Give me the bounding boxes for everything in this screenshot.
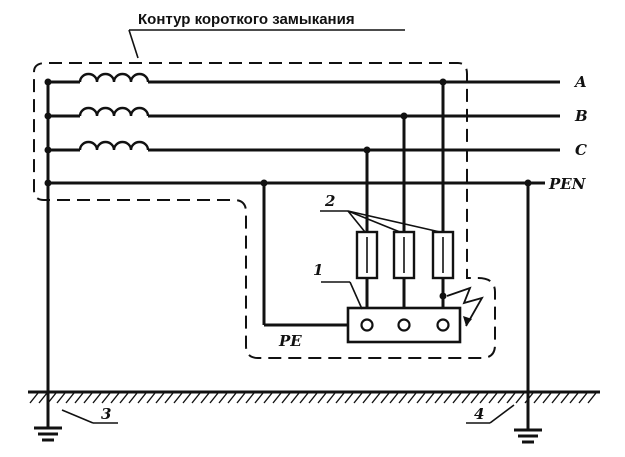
terminal-c-icon: [360, 318, 374, 332]
hatch-stroke: [263, 392, 273, 404]
hatch-stroke: [353, 392, 363, 404]
hatch-stroke: [407, 392, 417, 404]
hatch-stroke: [371, 392, 381, 404]
phase-a-label: A: [573, 73, 587, 91]
hatch-stroke: [578, 392, 588, 404]
hatch-stroke: [155, 392, 165, 404]
phase-c-label: C: [575, 141, 587, 159]
hatch-stroke: [119, 392, 129, 404]
hatch-stroke: [533, 392, 543, 404]
hatch-stroke: [470, 392, 480, 404]
hatch-stroke: [227, 392, 237, 404]
hatch-stroke: [551, 392, 561, 404]
hatch-stroke: [218, 392, 228, 404]
hatch-stroke: [506, 392, 516, 404]
terminal-b-icon: [397, 318, 411, 332]
callout-3-leader: [61, 409, 94, 424]
fault-lightning-icon: [446, 286, 484, 327]
callout-2-leader-a: [347, 210, 441, 233]
hatch-stroke: [110, 392, 120, 404]
callout-1-label: 1: [313, 261, 323, 279]
hatch-stroke: [74, 392, 84, 404]
junction-dot: [44, 112, 52, 120]
hatch-stroke: [272, 392, 282, 404]
hatch-stroke: [209, 392, 219, 404]
hatch-stroke: [335, 392, 345, 404]
hatch-stroke: [416, 392, 426, 404]
hatch-stroke: [128, 392, 138, 404]
hatch-stroke: [380, 392, 390, 404]
winding-a-icon: [78, 72, 150, 83]
callout-4-leader: [489, 404, 515, 424]
hatch-stroke: [515, 392, 525, 404]
callout-4-label: 4: [474, 405, 484, 423]
hatch-stroke: [443, 392, 453, 404]
callout-1-leader: [349, 281, 363, 310]
hatch-stroke: [281, 392, 291, 404]
short-circuit-contour: [33, 62, 496, 359]
callout-2-leader-b: [347, 210, 401, 233]
hatch-stroke: [29, 392, 39, 404]
junction-dot: [44, 78, 52, 86]
pe-label: PE: [278, 332, 302, 350]
hatch-stroke: [524, 392, 534, 404]
hatch-stroke: [560, 392, 570, 404]
hatch-stroke: [389, 392, 399, 404]
callout-2-leader-c: [347, 210, 366, 233]
hatch-stroke: [317, 392, 327, 404]
hatch-stroke: [173, 392, 183, 404]
hatch-stroke: [254, 392, 264, 404]
ground-hatching: [29, 392, 597, 404]
hatch-stroke: [542, 392, 552, 404]
hatch-stroke: [569, 392, 579, 404]
hatch-stroke: [326, 392, 336, 404]
callout-2-label: 2: [324, 192, 335, 210]
hatch-stroke: [452, 392, 462, 404]
pen-label: PEN: [548, 175, 587, 193]
junction-dot: [44, 179, 52, 187]
hatch-stroke: [146, 392, 156, 404]
hatch-stroke: [245, 392, 255, 404]
hatch-stroke: [83, 392, 93, 404]
callout-3-label: 3: [101, 405, 111, 423]
hatch-stroke: [425, 392, 435, 404]
winding-c-icon: [78, 140, 150, 151]
terminal-a-icon: [436, 318, 450, 332]
phase-b-label: B: [574, 107, 588, 125]
hatch-stroke: [38, 392, 48, 404]
hatch-stroke: [92, 392, 102, 404]
hatch-stroke: [587, 392, 597, 404]
hatch-stroke: [191, 392, 201, 404]
hatch-stroke: [290, 392, 300, 404]
hatch-stroke: [236, 392, 246, 404]
hatch-stroke: [101, 392, 111, 404]
winding-b-icon: [78, 106, 150, 117]
hatch-stroke: [200, 392, 210, 404]
hatch-stroke: [56, 392, 66, 404]
hatch-stroke: [434, 392, 444, 404]
hatch-stroke: [479, 392, 489, 404]
hatch-stroke: [488, 392, 498, 404]
hatch-stroke: [299, 392, 309, 404]
hatch-stroke: [137, 392, 147, 404]
hatch-stroke: [398, 392, 408, 404]
hatch-stroke: [344, 392, 354, 404]
hatch-stroke: [182, 392, 192, 404]
fault-arrowhead: [463, 316, 472, 326]
hatch-stroke: [65, 392, 75, 404]
hatch-stroke: [308, 392, 318, 404]
title-leader: [128, 29, 139, 59]
hatch-stroke: [164, 392, 174, 404]
hatch-stroke: [461, 392, 471, 404]
junction-dot: [44, 146, 52, 154]
diagram-title: Контур короткого замыкания: [138, 11, 355, 28]
hatch-stroke: [362, 392, 372, 404]
hatch-stroke: [497, 392, 507, 404]
